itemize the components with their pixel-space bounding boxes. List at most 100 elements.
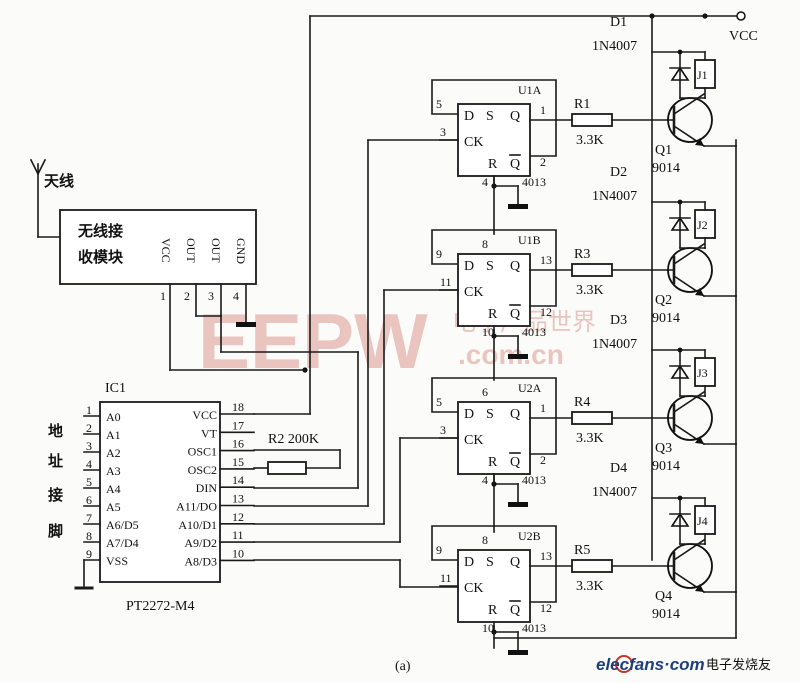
ic1-right-pin-num: 15 — [232, 455, 244, 469]
resistor-body — [571, 113, 613, 127]
ff-pin-r: 10 — [482, 325, 494, 339]
ic1-right-pin-name: OSC2 — [188, 463, 217, 477]
ic1-right-pin-name: OSC1 — [188, 445, 217, 459]
ff-pin-ck: 11 — [440, 275, 452, 289]
ic1-right-pin-name: DIN — [196, 481, 218, 495]
resistor-ref: R1 — [574, 97, 590, 112]
address-label-1: 地 — [48, 422, 63, 440]
ic1-right-pin-name: A11/DO — [176, 500, 217, 514]
ff-d: D — [464, 555, 474, 570]
receiver-label-1: 无线接 — [77, 222, 123, 240]
address-label-2: 址 — [48, 452, 63, 470]
ff-part: 4013 — [522, 325, 546, 339]
ic1-right-pins: 18VCC17VT16OSC115OSC214DIN13A11/DO12A10/… — [176, 400, 255, 568]
ff-r: R — [488, 603, 498, 618]
ic1-left-pin-num: 2 — [86, 421, 92, 435]
relay-label: J4 — [697, 514, 708, 528]
ff-pin-d: 9 — [436, 543, 442, 557]
ic1-left-pin-name: A0 — [106, 410, 121, 424]
ff-ref: U2A — [518, 381, 542, 395]
ff-q: Q — [510, 109, 520, 124]
ic1-right-pin-name: A8/D3 — [184, 554, 217, 568]
resistor-ref: R4 — [574, 395, 590, 410]
ff-qbar: Q — [510, 455, 520, 470]
diode-part: 1N4007 — [592, 485, 637, 500]
diode-symbol — [670, 216, 690, 231]
ic1-left-pin-num: 6 — [86, 493, 92, 507]
receiver-pinnum-3: 3 — [208, 289, 214, 303]
ff-pin-ck: 3 — [440, 423, 446, 437]
resistor-r2: R2 200K — [253, 432, 341, 475]
emitter-arrow — [695, 436, 704, 444]
ff-pin-s: 6 — [482, 385, 488, 399]
ff-ref: U1B — [518, 233, 541, 247]
ic1-left-pin-name: A7/D4 — [106, 536, 139, 550]
relay-label: J3 — [697, 366, 708, 380]
ground-symbol — [508, 204, 528, 209]
ic1-right-pin-name: VT — [201, 426, 218, 440]
ff-pin-ck: 3 — [440, 125, 446, 139]
ic1-left-pin-name: A5 — [106, 500, 121, 514]
flipflop-box — [457, 253, 531, 327]
ff-part: 4013 — [522, 175, 546, 189]
emitter-arrow — [695, 584, 704, 592]
resistor-ref: R3 — [574, 247, 590, 262]
antenna: 天线 — [29, 158, 74, 238]
receiver-gnd-symbol — [236, 322, 256, 327]
ic1-right-pin-name: A10/D1 — [178, 518, 217, 532]
ff-s: S — [486, 259, 494, 274]
ff-pin-q: 13 — [540, 549, 552, 563]
resistor-value: 3.3K — [576, 283, 604, 298]
ic1-left-pin-num: 9 — [86, 547, 92, 561]
ff-r: R — [488, 455, 498, 470]
ff-ref: U2B — [518, 529, 541, 543]
receiver-pinnum-2: 2 — [184, 289, 190, 303]
ic1-right-pin-num: 11 — [232, 528, 244, 542]
relay-label: J1 — [697, 68, 708, 82]
ic1-right-pin-num: 18 — [232, 400, 244, 414]
junction-dot — [677, 495, 683, 501]
ic1-left-pin-name: A3 — [106, 464, 121, 478]
ic1-right-pin-num: 16 — [232, 437, 244, 451]
ic1-right-pin-name: A9/D2 — [184, 536, 217, 550]
ff-s: S — [486, 407, 494, 422]
ff-part: 4013 — [522, 473, 546, 487]
vcc-rail: VCC — [253, 11, 758, 561]
ff-pin-qb: 2 — [540, 155, 546, 169]
transistor-collector — [672, 390, 706, 414]
receiver-module: 无线接 收模块 VCC OUT OUT GND 1 2 3 4 — [59, 209, 359, 489]
ic1-right-pin-num: 12 — [232, 510, 244, 524]
figure-caption: (a) — [395, 659, 411, 674]
watermark: EEPW .com.cn 电子产品世界 — [198, 297, 596, 385]
ic1-left-pin-name: A2 — [106, 446, 121, 460]
transistor-part: 9014 — [652, 161, 680, 176]
feedback-wire — [431, 79, 557, 157]
ff-ck: CK — [464, 433, 483, 448]
ic1-ref: IC1 — [105, 381, 126, 396]
ff-d: D — [464, 109, 474, 124]
ff-ck: CK — [464, 285, 483, 300]
diode-symbol — [670, 364, 690, 379]
receiver-pinnum-4: 4 — [233, 289, 239, 303]
ic1-right-pin-num: 14 — [232, 473, 244, 487]
resistor-value: 3.3K — [576, 431, 604, 446]
ff-q: Q — [510, 259, 520, 274]
footer-cn: 电子发烧友 — [706, 657, 771, 673]
ic1-right-pin-num: 13 — [232, 492, 244, 506]
address-label-4: 脚 — [48, 522, 63, 540]
transistor-part: 9014 — [652, 607, 680, 622]
ff-ck: CK — [464, 135, 483, 150]
diode-symbol — [670, 66, 690, 81]
watermark-eepw: EEPW — [198, 297, 428, 385]
transistor-ref: Q2 — [655, 293, 672, 308]
receiver-label-2: 收模块 — [78, 248, 124, 266]
ff-pin-q: 1 — [540, 401, 546, 415]
ff-r: R — [488, 307, 498, 322]
ff-pin-d: 9 — [436, 247, 442, 261]
ic1-left-pin-name: A1 — [106, 428, 121, 442]
ic1-left-pin-num: 8 — [86, 529, 92, 543]
